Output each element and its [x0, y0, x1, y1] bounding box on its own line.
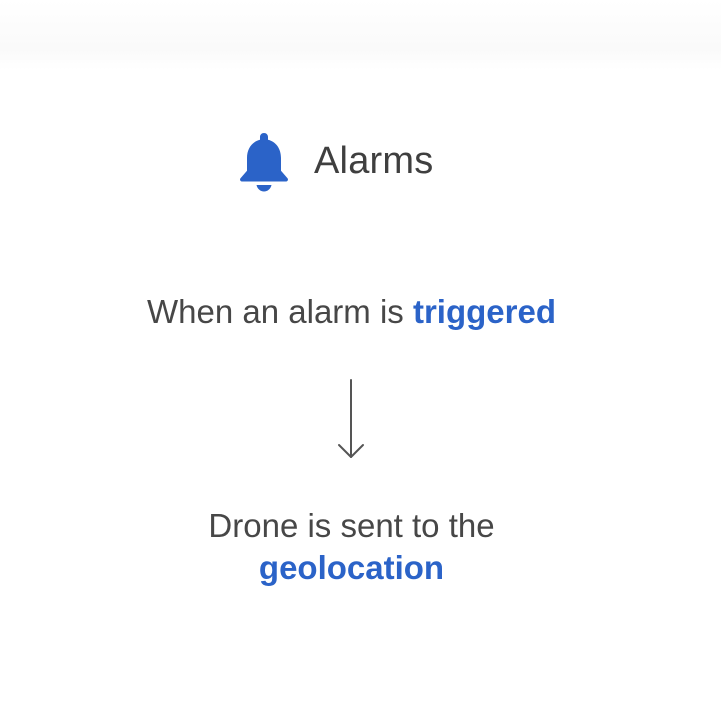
arrow-down-icon: [338, 379, 364, 458]
bell-icon: [240, 133, 288, 192]
step-one-prefix: When an alarm is: [147, 293, 413, 330]
step-two-text: Drone is sent to the geolocation: [0, 505, 703, 589]
step-two-prefix: Drone is sent to the: [208, 507, 495, 544]
top-shade: [0, 0, 721, 70]
step-one-highlight: triggered: [412, 293, 556, 330]
step-one-text: When an alarm is triggered: [0, 292, 703, 332]
header: Alarms: [236, 128, 433, 194]
title: Alarms: [314, 140, 434, 182]
step-two-highlight: geolocation: [258, 549, 445, 586]
